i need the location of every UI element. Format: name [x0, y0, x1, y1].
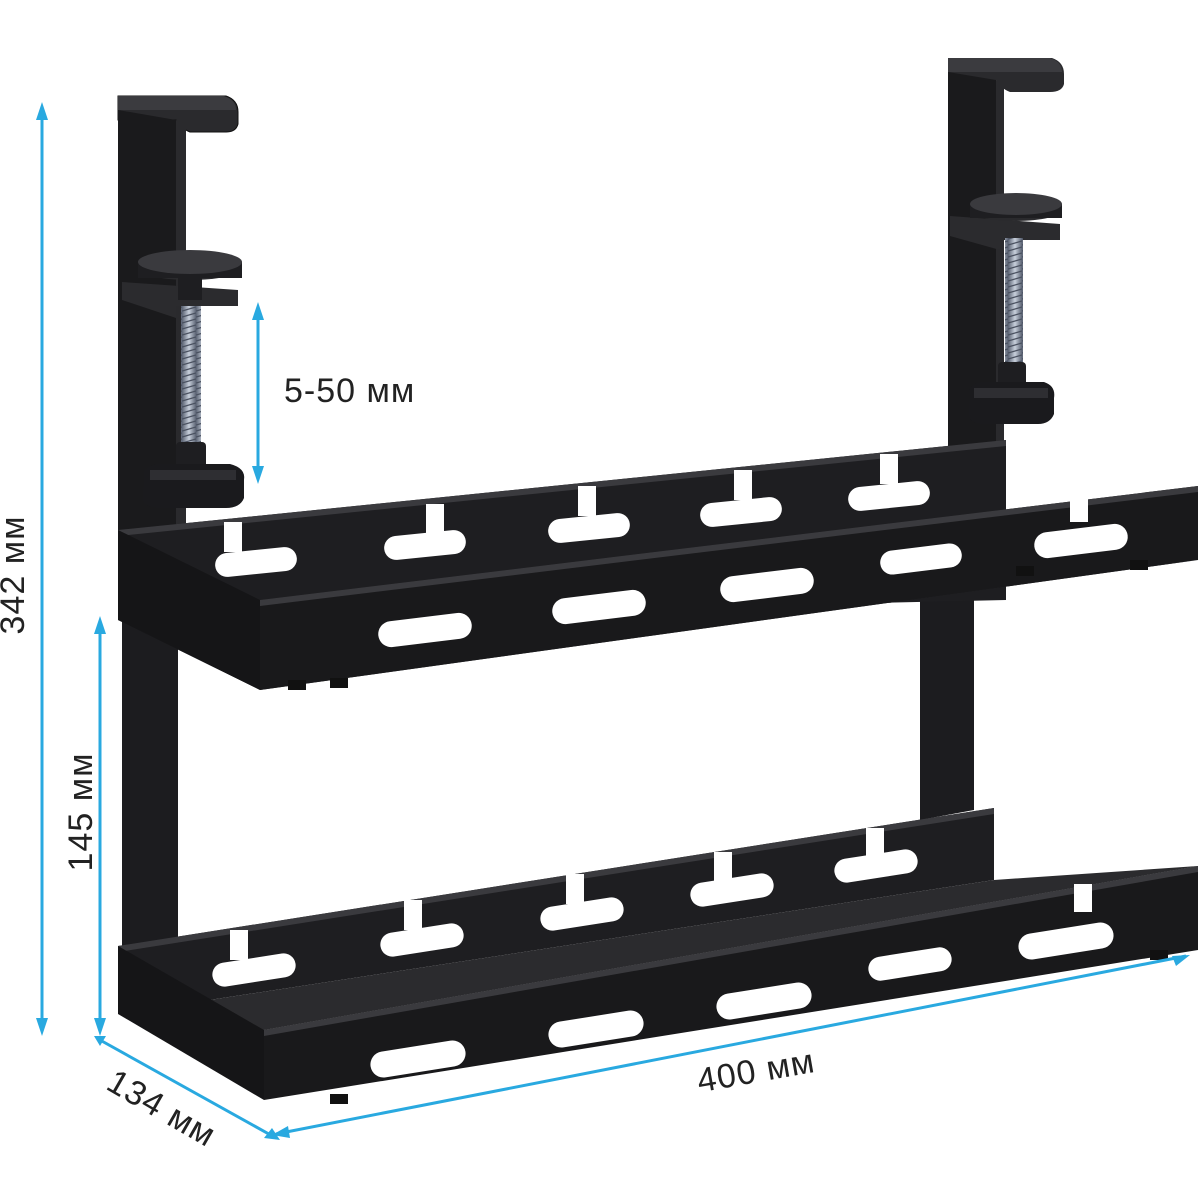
left-clamp-bottom-knob: [142, 442, 245, 508]
width-label: 400 мм: [694, 1042, 818, 1100]
left-clamp-screw: [181, 306, 201, 448]
upper-shelf: [118, 440, 1198, 690]
depth-label: 134 мм: [100, 1062, 222, 1154]
right-clamp-bottom-knob: [968, 362, 1055, 424]
shelf-spacing-label: 145 мм: [62, 753, 100, 872]
right-clamp-screw: [1005, 238, 1023, 366]
left-upright: [117, 95, 239, 980]
total-height-label: 342 мм: [0, 516, 32, 635]
clamp-range-label: 5-50 мм: [284, 372, 415, 410]
left-clamp-top-knob: [138, 250, 242, 300]
right-clamp-top-knob: [970, 193, 1062, 221]
dimension-lines: [36, 102, 1190, 1140]
lower-shelf: [118, 808, 1198, 1104]
right-upright: [920, 58, 1064, 820]
